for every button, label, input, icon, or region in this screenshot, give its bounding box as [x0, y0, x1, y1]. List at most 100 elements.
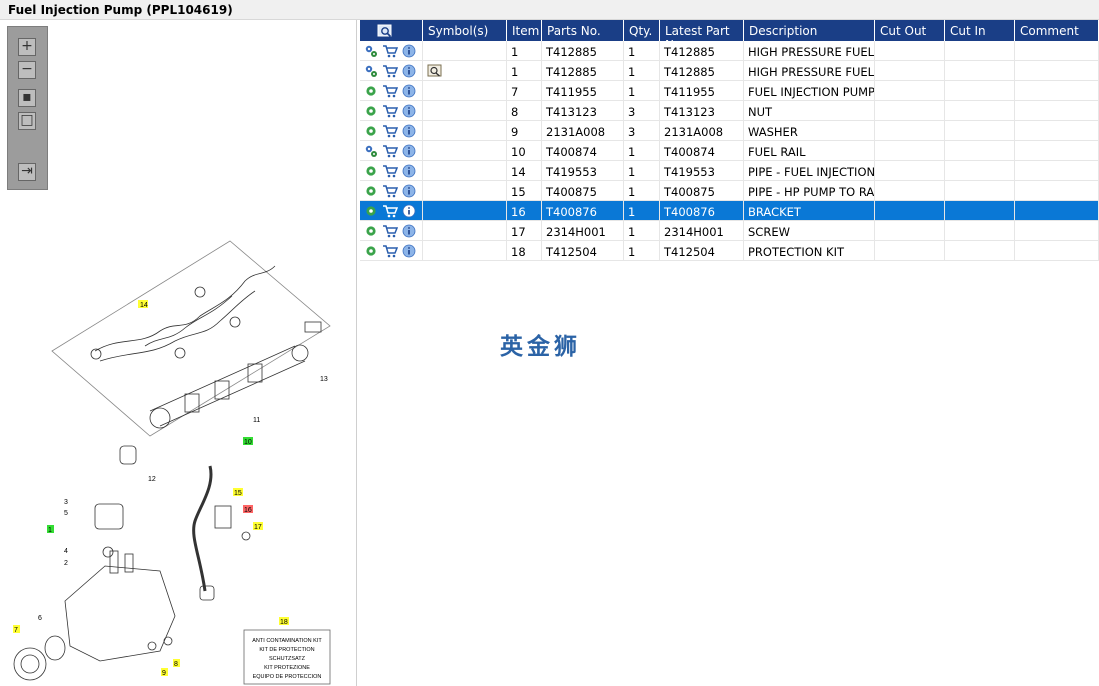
cell-part: 2314H001: [542, 221, 624, 241]
callout-3[interactable]: 3: [64, 499, 68, 506]
fit-view-button[interactable]: ▪: [18, 89, 36, 107]
cell-symbol: [423, 201, 507, 221]
gear-icon[interactable]: [364, 224, 378, 238]
remanufactured-symbol-icon[interactable]: [427, 64, 443, 78]
cart-icon[interactable]: [382, 84, 398, 98]
exploded-view-diagram[interactable]: 14 13 11 10 12 15 16 17 3 5 1 4 2 6 7 8 …: [0, 236, 357, 686]
info-icon[interactable]: [402, 64, 416, 78]
diagram-panel[interactable]: + − ▪ □ ⇥: [0, 20, 357, 686]
info-icon[interactable]: [402, 124, 416, 138]
gear-icon[interactable]: [364, 84, 378, 98]
cell-desc: HIGH PRESSURE FUEL PU: [744, 41, 875, 61]
cell-comment: [1015, 141, 1099, 161]
callout-9[interactable]: 9: [161, 668, 168, 677]
gear-icon[interactable]: [364, 124, 378, 138]
cart-icon[interactable]: [382, 64, 398, 78]
window-title: Fuel Injection Pump (PPL104619): [8, 3, 233, 17]
cell-latest: T412504: [660, 241, 744, 261]
info-icon[interactable]: [402, 204, 416, 218]
callout-4[interactable]: 4: [64, 548, 68, 555]
cart-icon[interactable]: [382, 124, 398, 138]
info-icon[interactable]: [402, 164, 416, 178]
callout-18[interactable]: 18: [279, 617, 289, 626]
cart-icon[interactable]: [382, 244, 398, 258]
cell-item: 15: [507, 181, 542, 201]
gear-icon[interactable]: [364, 184, 378, 198]
cart-icon[interactable]: [382, 144, 398, 158]
cart-icon[interactable]: [382, 164, 398, 178]
col-parts-no[interactable]: Parts No.: [542, 20, 624, 41]
col-comment[interactable]: Comment: [1015, 20, 1099, 41]
cell-cutout: [875, 101, 945, 121]
cart-icon[interactable]: [382, 44, 398, 58]
callout-16[interactable]: 16: [243, 505, 253, 514]
info-icon[interactable]: [402, 44, 416, 58]
info-icon[interactable]: [402, 104, 416, 118]
cart-icon[interactable]: [382, 204, 398, 218]
cart-icon[interactable]: [382, 104, 398, 118]
callout-6[interactable]: 6: [38, 615, 42, 622]
gear-icon[interactable]: [364, 104, 378, 118]
col-latest-part[interactable]: Latest Part No.: [660, 20, 744, 52]
cell-qty: 1: [624, 181, 660, 201]
callout-7[interactable]: 7: [13, 625, 20, 634]
subassembly-gears-icon[interactable]: [364, 64, 378, 78]
info-icon[interactable]: [402, 224, 416, 238]
zoom-out-button[interactable]: −: [18, 61, 36, 79]
cell-part: T412885: [542, 61, 624, 81]
cell-symbol: [423, 161, 507, 181]
cell-item: 18: [507, 241, 542, 261]
callout-15[interactable]: 15: [233, 488, 243, 497]
callout-1[interactable]: 1: [47, 525, 54, 534]
callout-14[interactable]: 14: [138, 300, 148, 309]
col-qty[interactable]: Qty.: [624, 20, 660, 41]
gear-icon[interactable]: [364, 244, 378, 258]
gear-icon[interactable]: [364, 204, 378, 218]
cell-latest: 2131A008: [660, 121, 744, 141]
gear-icon[interactable]: [364, 164, 378, 178]
export-button[interactable]: ⇥: [18, 163, 36, 181]
cell-cutout: [875, 181, 945, 201]
callout-8[interactable]: 8: [173, 659, 180, 668]
info-icon[interactable]: [402, 84, 416, 98]
callout-5[interactable]: 5: [64, 510, 68, 517]
cell-cutin: [945, 181, 1015, 201]
actual-size-button[interactable]: □: [18, 112, 36, 130]
callout-13[interactable]: 13: [320, 376, 328, 383]
cell-cutout: [875, 41, 945, 61]
cell-latest: T400874: [660, 141, 744, 161]
cell-qty: 1: [624, 41, 660, 61]
subassembly-gears-icon[interactable]: [364, 144, 378, 158]
col-cut-in[interactable]: Cut In: [945, 20, 1015, 41]
col-cut-out[interactable]: Cut Out: [875, 20, 945, 41]
callout-2[interactable]: 2: [64, 560, 68, 567]
col-item[interactable]: Item: [507, 20, 542, 41]
info-icon[interactable]: [402, 244, 416, 258]
col-symbols[interactable]: Symbol(s): [423, 20, 507, 41]
cart-icon[interactable]: [382, 184, 398, 198]
callout-12[interactable]: 12: [148, 476, 156, 483]
callout-10[interactable]: 10: [243, 437, 253, 446]
cart-icon[interactable]: [382, 224, 398, 238]
callout-17[interactable]: 17: [253, 522, 263, 531]
search-icon[interactable]: [360, 20, 423, 41]
cell-comment: [1015, 161, 1099, 181]
callout-11[interactable]: 11: [253, 417, 260, 424]
col-description[interactable]: Description: [744, 20, 875, 41]
subassembly-gears-icon[interactable]: [364, 44, 378, 58]
cell-desc: PROTECTION KIT: [744, 241, 875, 261]
zoom-in-button[interactable]: +: [18, 38, 36, 56]
info-icon[interactable]: [402, 184, 416, 198]
info-icon[interactable]: [402, 144, 416, 158]
